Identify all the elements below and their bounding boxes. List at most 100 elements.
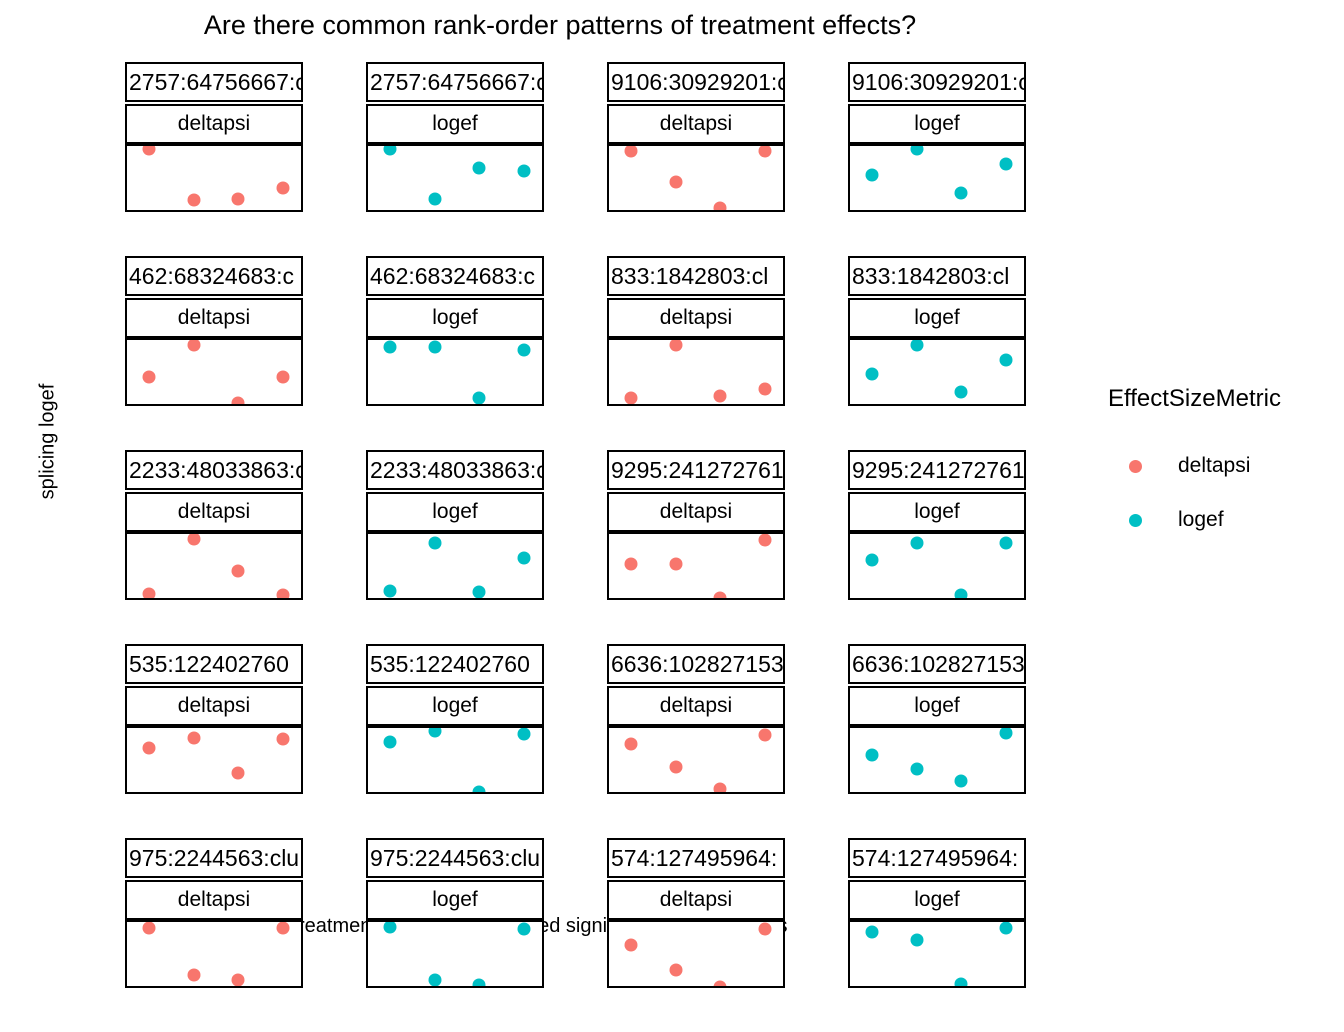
data-point	[713, 782, 727, 792]
y-axis: 0.200.150.100.05	[125, 922, 127, 986]
data-point	[383, 340, 397, 354]
data-point	[999, 728, 1013, 740]
legend-dot-icon	[1128, 513, 1142, 527]
data-point	[428, 192, 442, 206]
y-tick-mark	[125, 761, 127, 763]
data-point	[713, 980, 727, 986]
x-tick-mark	[389, 986, 391, 988]
y-tick-mark	[125, 382, 127, 384]
data-point	[517, 551, 531, 565]
facet-panel: 975:2244563:cludeltapsi0.200.150.100.05A…	[125, 838, 303, 988]
x-tick-mark	[719, 986, 721, 988]
data-point	[472, 978, 486, 986]
y-tick-mark	[125, 558, 127, 560]
panel-plot-area: 0.40.30.20.10.0	[125, 726, 303, 794]
data-point	[910, 536, 924, 549]
panel-plot-area	[848, 338, 1026, 406]
data-point	[999, 536, 1013, 549]
data-point	[428, 536, 442, 550]
facet-panel: 975:2244563:clulogefA10C2CUOMESM2	[366, 838, 544, 988]
data-point	[624, 737, 638, 751]
legend-dot-icon	[1128, 459, 1142, 473]
data-point	[758, 922, 772, 936]
data-point	[187, 731, 201, 745]
legend-title: EffectSizeMetric	[1108, 385, 1281, 412]
x-tick-mark	[871, 986, 873, 988]
panel-plot-area	[607, 338, 785, 406]
panel-plot-area	[607, 532, 785, 600]
panel-plot-area: A10C2CUOMESM2	[848, 920, 1026, 988]
data-point	[383, 584, 397, 598]
data-point	[428, 340, 442, 354]
data-point	[187, 193, 201, 207]
panel-plot-area	[607, 726, 785, 794]
panel-strip-metric: deltapsi	[607, 492, 785, 532]
panel-strip-intron: 2233:48033863:c	[366, 450, 544, 490]
panel-strip-intron: 574:127495964:	[848, 838, 1026, 878]
panel-strip-metric: logef	[848, 104, 1026, 144]
data-point	[231, 192, 245, 206]
data-point	[954, 774, 968, 788]
data-point	[865, 367, 879, 381]
data-point	[954, 588, 968, 598]
facet-panel: 2757:64756667:cdeltapsi0.040.030.020.010…	[125, 62, 303, 212]
legend-items: deltapsi logef	[1108, 439, 1344, 547]
panel-strip-intron: 535:122402760	[366, 644, 544, 684]
data-point	[383, 735, 397, 749]
facet-panel: 574:127495964:deltapsiA10C2CUOMESM2	[607, 838, 785, 988]
facet-panel: 462:68324683:cdeltapsi0.0400.0350.0300.0…	[125, 256, 303, 406]
data-point	[517, 164, 531, 178]
data-point	[276, 588, 290, 598]
data-point	[276, 732, 290, 746]
facet-panel: 535:122402760deltapsi0.40.30.20.10.0	[125, 644, 303, 794]
y-tick-mark	[125, 964, 127, 966]
panel-plot-area	[607, 144, 785, 212]
x-tick-mark	[282, 986, 284, 988]
panel-strip-metric: deltapsi	[125, 492, 303, 532]
data-point	[472, 585, 486, 598]
panel-plot-area: 0.040.030.020.010.00	[125, 144, 303, 212]
data-point	[758, 728, 772, 742]
panel-plot-area	[848, 144, 1026, 212]
data-point	[954, 977, 968, 986]
data-point	[472, 391, 486, 404]
panel-strip-intron: 975:2244563:clu	[125, 838, 303, 878]
legend-item[interactable]: deltapsi	[1108, 439, 1344, 493]
data-point	[276, 370, 290, 384]
y-tick-mark	[125, 539, 127, 541]
x-axis: A10C2CUOMESM2	[609, 986, 783, 988]
legend-label: logef	[1178, 508, 1224, 531]
panel-strip-intron: 2757:64756667:c	[366, 62, 544, 102]
data-point	[472, 785, 486, 792]
data-point	[669, 963, 683, 977]
x-tick-mark	[434, 986, 436, 988]
data-point	[517, 922, 531, 936]
data-point	[758, 534, 772, 547]
panel-strip-intron: 9106:30929201:c	[848, 62, 1026, 102]
panel-strip-intron: 833:1842803:cl	[848, 256, 1026, 296]
y-tick-mark	[125, 775, 127, 777]
y-tick-mark	[125, 946, 127, 948]
data-point	[624, 391, 638, 404]
data-point	[669, 760, 683, 774]
x-axis: A10C2CUOMESM2	[368, 986, 542, 988]
data-point	[142, 370, 156, 384]
legend-item[interactable]: logef	[1108, 493, 1344, 547]
panel-plot-area	[848, 726, 1026, 794]
facet-row: 535:122402760deltapsi0.40.30.20.10.0 535:…	[125, 644, 1089, 794]
x-axis: A10C2CUOMESM2	[127, 986, 301, 988]
panel-strip-metric: logef	[848, 298, 1026, 338]
panel-strip-intron: 6636:102827153	[848, 644, 1026, 684]
panel-plot-area: 0.0400.0350.0300.025	[125, 338, 303, 406]
legend-key	[1108, 513, 1162, 527]
y-tick-mark	[125, 401, 127, 403]
legend-label: deltapsi	[1178, 454, 1251, 477]
x-tick-mark	[148, 986, 150, 988]
panel-strip-metric: logef	[366, 492, 544, 532]
data-point	[187, 968, 201, 982]
